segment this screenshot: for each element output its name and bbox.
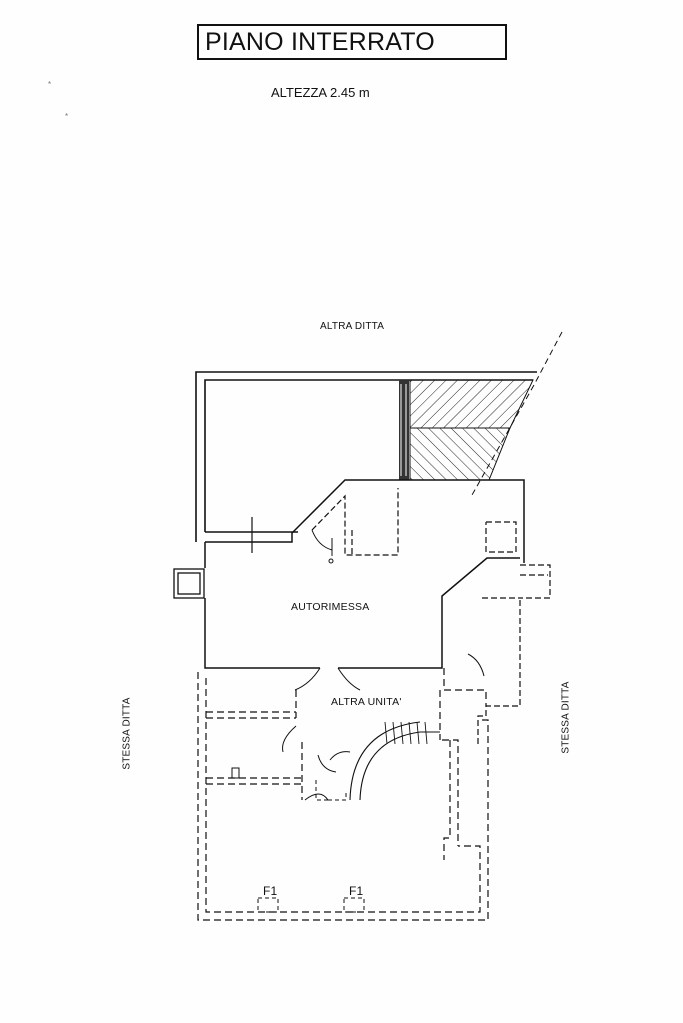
- other-unit-outline: [197, 668, 489, 921]
- neighbor-label-top: ALTRA DITTA: [320, 321, 385, 332]
- scan-speck: *: [65, 112, 69, 121]
- garage-walls: [204, 479, 525, 669]
- bearing-wall: [399, 380, 409, 480]
- fixture-label: F1: [349, 884, 364, 898]
- entrance-box: [173, 568, 205, 599]
- hatched-area: [409, 379, 534, 481]
- property-boundary: [471, 331, 563, 496]
- scan-speck: *: [48, 80, 52, 89]
- room-label-garage: AUTORIMESSA: [291, 601, 370, 613]
- fixture-label: F1: [263, 884, 278, 898]
- room-label-other-unit: ALTRA UNITA': [331, 696, 402, 708]
- height-label: ALTEZZA 2.45 m: [271, 85, 370, 100]
- staircase: [349, 721, 440, 801]
- plan-title: PIANO INTERRATO: [197, 24, 507, 60]
